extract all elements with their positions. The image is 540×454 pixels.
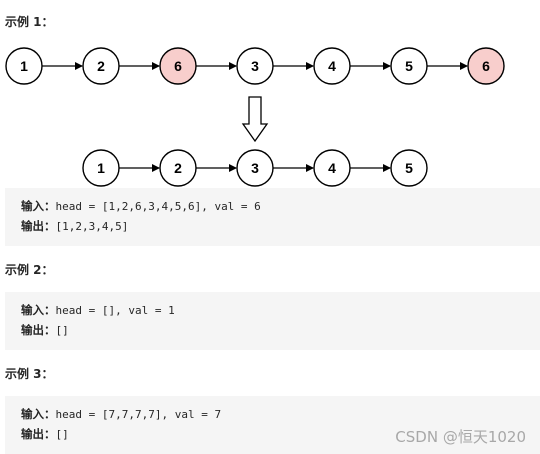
bottom-node-label-3: 4 [328,160,336,176]
bottom-node-label-2: 3 [251,160,259,176]
example-2-heading: 示例 2： [5,263,54,277]
example-2-code-block: 输入：head = [], val = 1 输出：[] [5,292,540,350]
input-label: 输入： [21,303,56,317]
input-value: head = [7,7,7,7], val = 7 [55,408,222,421]
top-node-label-6: 6 [482,58,490,74]
output-label: 输出： [21,427,56,441]
csdn-watermark: CSDN @恒天1020 [395,428,526,446]
bottom-node-label-1: 2 [174,160,182,176]
top-node-label-0: 1 [20,58,28,74]
down-arrow-icon [241,96,269,143]
bottom-node-4 [390,149,428,187]
example-1-output-line: 输出：[1,2,3,4,5] [21,216,540,236]
input-label: 输入： [21,199,56,213]
top-node-label-2: 6 [174,58,182,74]
example-3-input-line: 输入：head = [7,7,7,7], val = 7 [21,404,540,424]
input-label: 输入： [21,407,56,421]
example-2-output-line: 输出：[] [21,320,540,340]
example-1-code-block: 输入：head = [1,2,6,3,4,5,6], val = 6 输出：[1… [5,188,540,246]
top-node-6 [467,47,505,85]
bottom-node-label-4: 5 [405,160,413,176]
bottom-linked-list: 1 2 3 4 5 [82,149,428,187]
example-3-output-line: 输出：[] [21,424,540,444]
example-1-heading: 示例 1： [5,15,54,29]
example-2-input-line: 输入：head = [], val = 1 [21,300,540,320]
output-value: [1,2,3,4,5] [55,220,129,233]
example-3-code-block: 输入：head = [7,7,7,7], val = 7 输出：[] [5,396,540,454]
bottom-node-label-0: 1 [97,160,105,176]
output-label: 输出： [21,323,56,337]
top-node-label-1: 2 [97,58,105,74]
linked-list-diagram: 1 2 6 3 4 5 6 1 2 3 4 5 [5,47,505,187]
input-value: head = [], val = 1 [55,304,175,317]
top-node-label-4: 4 [328,58,336,74]
example-1-input-line: 输入：head = [1,2,6,3,4,5,6], val = 6 [21,196,540,216]
top-node-label-3: 3 [251,58,259,74]
example-3-heading: 示例 3： [5,367,54,381]
top-linked-list: 1 2 6 3 4 5 6 [5,47,505,85]
input-value: head = [1,2,6,3,4,5,6], val = 6 [55,200,261,213]
output-label: 输出： [21,219,56,233]
output-value: [] [55,428,69,441]
top-node-label-5: 5 [405,58,413,74]
output-value: [] [55,324,69,337]
